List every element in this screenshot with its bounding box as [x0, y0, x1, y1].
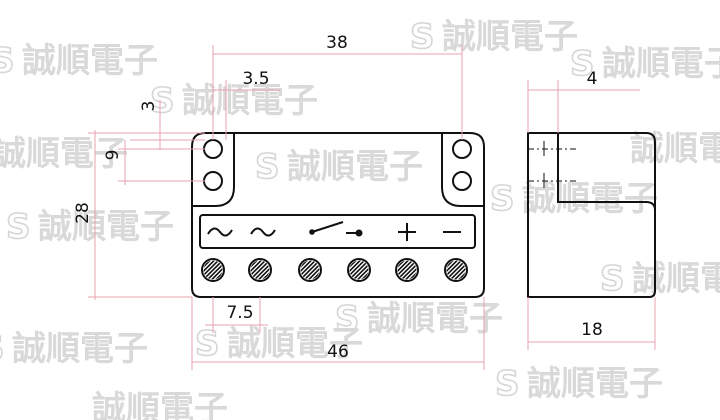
svg-text:S: S	[195, 324, 220, 364]
terminal-screw-row	[201, 258, 468, 282]
svg-text:S: S	[150, 81, 175, 121]
right-mount-hole-bottom	[452, 171, 472, 191]
terminal-screw	[444, 258, 468, 282]
side-view	[527, 132, 656, 298]
terminal-screw	[347, 258, 371, 282]
watermark-15: 誠順電子	[630, 129, 720, 169]
svg-text:誠順電子: 誠順電子	[527, 364, 663, 404]
svg-text:S: S	[410, 17, 435, 57]
svg-text:誠順電子: 誠順電子	[442, 17, 578, 57]
dim-hole-offset: 3.5	[242, 69, 269, 89]
svg-text:誠順電子: 誠順電子	[12, 329, 148, 369]
dim-hole-pitch: 9	[103, 150, 123, 161]
dimension-lines	[88, 45, 656, 370]
terminal-screw	[248, 258, 272, 282]
svg-text:誠順電子: 誠順電子	[367, 299, 503, 339]
dim-ear-height: 3	[139, 101, 159, 112]
svg-text:誠順電子: 誠順電子	[0, 134, 128, 174]
watermark-14: 誠順電子	[92, 389, 228, 420]
switch-symbol	[309, 221, 363, 237]
ac-symbol-2	[250, 227, 276, 237]
right-ear-inner	[441, 133, 484, 207]
svg-text:S: S	[335, 299, 360, 339]
svg-text:S: S	[600, 259, 625, 299]
terminal-screw	[298, 258, 322, 282]
left-ear-inner	[192, 133, 235, 207]
dim-overall-width: 38	[326, 33, 348, 53]
svg-text:誠順電子: 誠順電子	[632, 259, 720, 299]
svg-text:S: S	[255, 147, 280, 187]
svg-text:誠順電子: 誠順電子	[182, 81, 318, 121]
svg-text:誠順電子: 誠順電子	[38, 207, 174, 247]
svg-text:誠順電子: 誠順電子	[227, 324, 363, 364]
svg-text:誠順電子: 誠順電子	[630, 129, 720, 169]
terminal-screw	[395, 258, 419, 282]
side-step-line	[557, 133, 656, 211]
ac-symbol-1	[207, 227, 233, 237]
dimension-labels: 38 3.5 4 3 9 28 7.5 46 18	[73, 33, 603, 362]
plus-symbol	[398, 223, 416, 241]
dim-total-height: 28	[73, 202, 93, 224]
svg-text:誠順電子: 誠順電子	[522, 179, 658, 219]
dim-terminal-pitch: 7.5	[226, 303, 253, 323]
svg-text:S: S	[0, 41, 15, 81]
dim-depth: 18	[581, 320, 603, 340]
svg-text:S: S	[6, 207, 31, 247]
svg-text:S: S	[570, 44, 595, 84]
watermark-4: 誠順電子	[0, 134, 128, 174]
svg-text:誠順電子: 誠順電子	[287, 147, 423, 187]
dim-base-width: 46	[327, 342, 349, 362]
svg-text:S: S	[0, 329, 5, 369]
left-mount-hole-bottom	[203, 171, 223, 191]
svg-text:S: S	[495, 364, 520, 404]
left-mount-hole-top	[203, 139, 223, 159]
svg-text:S: S	[490, 179, 515, 219]
right-mount-hole-top	[452, 139, 472, 159]
label-strip	[199, 214, 476, 249]
svg-text:誠順電子: 誠順電子	[92, 389, 228, 420]
front-body-outline	[191, 132, 485, 298]
side-body-outline	[527, 132, 656, 298]
dim-side-thickness: 4	[587, 69, 598, 89]
svg-text:誠順電子: 誠順電子	[602, 44, 720, 84]
svg-text:誠順電子: 誠順電子	[22, 41, 158, 81]
